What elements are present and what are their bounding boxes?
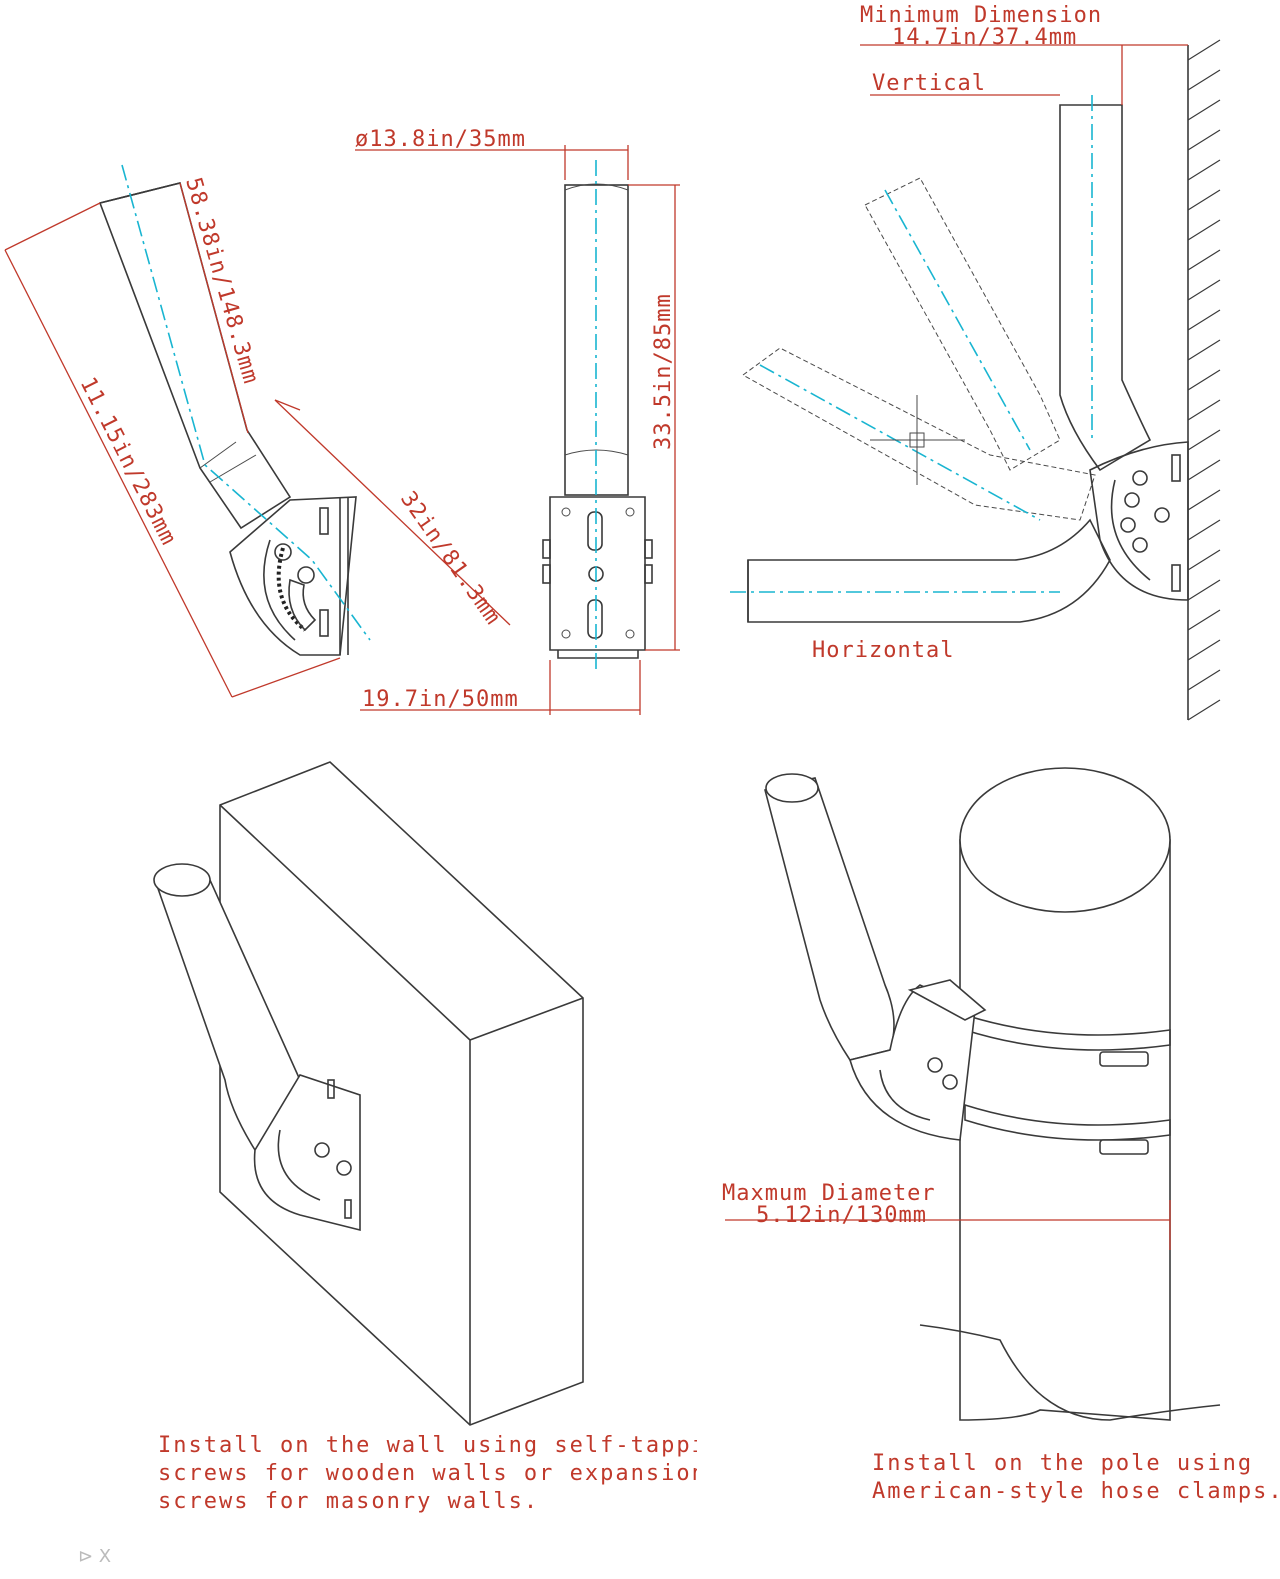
- horizontal-label: Horizontal: [812, 638, 954, 663]
- pole-tube: [764, 777, 895, 1061]
- wall-block: [219, 761, 584, 1426]
- centerline: [121, 164, 371, 641]
- cursor-glyph: ⊳ X: [78, 1546, 111, 1567]
- bolt-icon: [274, 543, 292, 561]
- bolt-icon: [1154, 507, 1170, 523]
- tube-cap: [765, 773, 819, 803]
- dim-line: [179, 182, 249, 434]
- arm-length-label: 58.38in/148.3mm: [180, 175, 263, 387]
- wall-bracket-iso: [253, 1074, 361, 1232]
- tube-cap: [153, 863, 211, 897]
- min-dim-label: Minimum Dimension: [860, 3, 1102, 28]
- width-label: 19.7in/50mm: [362, 687, 519, 712]
- hose-clamp: [964, 1103, 1171, 1141]
- pole-note-line1: Install on the pole using: [872, 1451, 1253, 1476]
- bracket-depth-label: 32in/81.3mm: [395, 487, 505, 630]
- height-label: 33.5in/85mm: [651, 293, 676, 450]
- horizontal-tube: [747, 518, 1111, 623]
- vertical-tube: [1059, 104, 1152, 472]
- positions-view: Minimum Dimension 14.7in/37.4mm Vertical…: [730, 3, 1221, 721]
- dim-line: [360, 660, 641, 715]
- tilted-arm-view: 58.38in/148.3mm 11.15in/283mm 32in/81.3m…: [4, 164, 511, 698]
- pole-top: [959, 767, 1171, 913]
- wall-note-line1: Install on the wall using self-tapping: [158, 1433, 737, 1458]
- max-diam-label: Maxmum Diameter: [722, 1181, 936, 1206]
- dim-line: [725, 1200, 1171, 1250]
- front-view: ø13.8in/35mm 33.5in/85mm 19.7in/50mm: [355, 127, 680, 715]
- wall-install-view: Install on the wall using self-tapping s…: [153, 761, 737, 1514]
- low-angle-tube: [742, 347, 1096, 521]
- total-length-label: 11.15in/283mm: [75, 373, 181, 549]
- wall-bracket: [1089, 441, 1189, 601]
- vertical-label: Vertical: [872, 71, 986, 96]
- hose-clamp: [964, 1013, 1171, 1051]
- front-bracket: [549, 496, 646, 651]
- dim-line: [4, 249, 233, 698]
- diameter-label: ø13.8in/35mm: [355, 127, 526, 152]
- max-diam-value: 5.12in/130mm: [756, 1203, 927, 1228]
- wall-note-line3: screws for masonry walls.: [158, 1489, 539, 1514]
- pole-install-view: Maxmum Diameter 5.12in/130mm Install on …: [722, 767, 1280, 1504]
- dim-line: [860, 44, 1188, 105]
- wall-note-line2: screws for wooden walls or expansion: [158, 1461, 707, 1486]
- min-dim-value: 14.7in/37.4mm: [892, 25, 1077, 50]
- angled-tube: [864, 177, 1061, 471]
- dim-line: [628, 184, 680, 651]
- bolt-icon: [297, 566, 315, 584]
- tilted-bracket: [229, 496, 357, 656]
- pole-bracket: [849, 984, 976, 1141]
- dim-line: [355, 145, 629, 180]
- wall-hatching: [1187, 39, 1221, 721]
- pole-note-line2: American-style hose clamps.: [872, 1479, 1280, 1504]
- pole: [959, 839, 1171, 1421]
